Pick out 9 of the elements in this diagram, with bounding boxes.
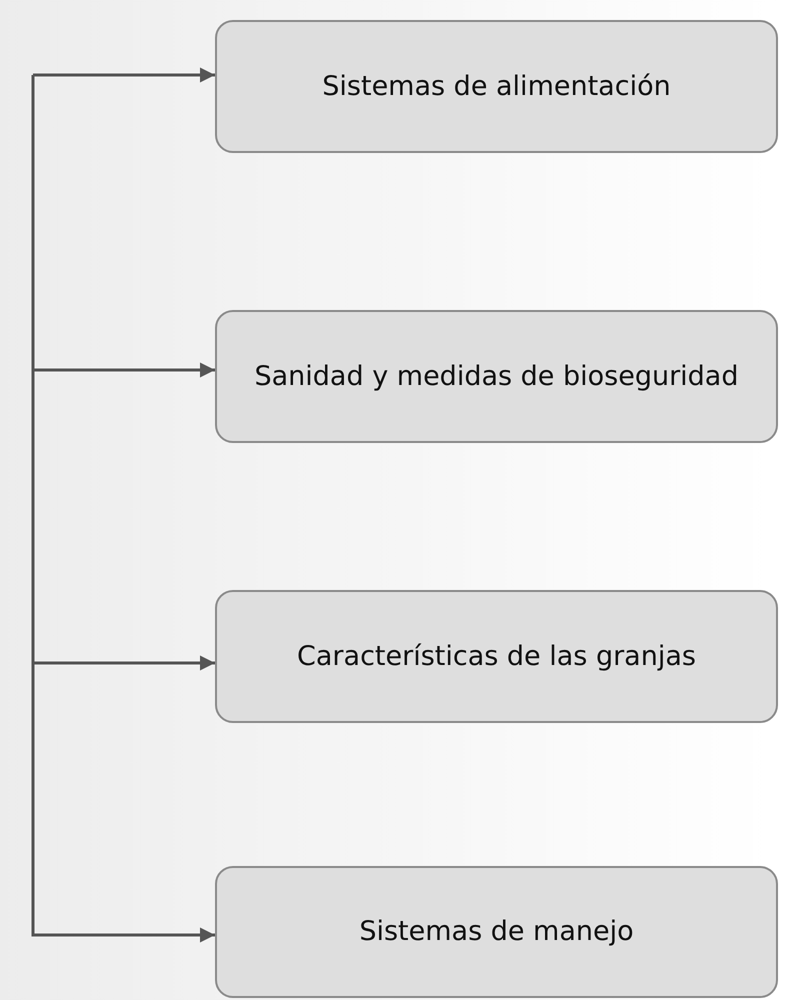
process-box xyxy=(215,20,778,153)
box-label: Características de las granjas xyxy=(297,640,696,674)
process-box xyxy=(215,590,778,723)
process-box xyxy=(215,310,778,443)
box-label: Sanidad y medidas de bioseguridad xyxy=(254,360,738,394)
box-label: Sistemas de manejo xyxy=(359,915,634,950)
process-box xyxy=(215,866,778,998)
arrow xyxy=(32,68,215,82)
box-label: Sistemas de alimentación xyxy=(322,70,671,104)
